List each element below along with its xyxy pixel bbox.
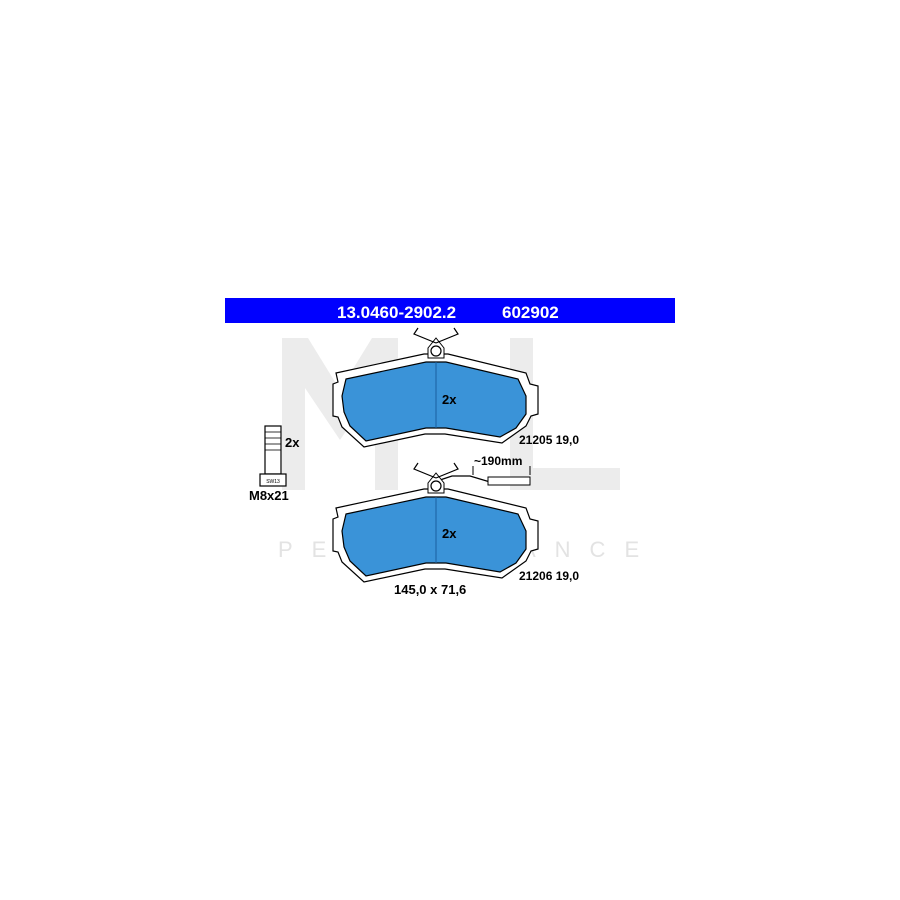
sensor-wire (439, 475, 491, 483)
brake-pad-bottom: 2x 21206 19,0 (332, 462, 579, 583)
pad-bottom-quantity: 2x (442, 526, 457, 541)
pad-top-code: 21205 19,0 (519, 433, 579, 447)
clip-hole-top (430, 345, 442, 357)
part-number: 13.0460-2902.2 (337, 303, 456, 322)
friction-material-top (341, 361, 527, 442)
friction-material-bottom (341, 496, 527, 577)
pad-bottom-code: 21206 19,0 (519, 569, 579, 583)
pad-dimensions: 145,0 x 71,6 (394, 582, 466, 597)
reference-number: 602902 (502, 303, 559, 322)
clip-hole-bottom (430, 480, 442, 492)
brake-pad-top: 2x 21205 19,0 (332, 327, 579, 448)
header-band (225, 298, 675, 323)
anti-rattle-spring-top (413, 327, 459, 344)
bolt-head (259, 473, 287, 487)
anti-rattle-spring-bottom (413, 462, 459, 479)
bolt-head-mark: SW13 (266, 479, 280, 485)
bolt-quantity: 2x (285, 435, 300, 450)
bolt-size: M8x21 (249, 488, 289, 503)
bolt-icon: SW13 2x M8x21 (249, 425, 300, 503)
pad-top-quantity: 2x (442, 392, 457, 407)
sensor-length: ~190mm (474, 454, 522, 468)
wear-sensor: ~190mm (439, 454, 531, 486)
sensor-connector (487, 476, 531, 486)
